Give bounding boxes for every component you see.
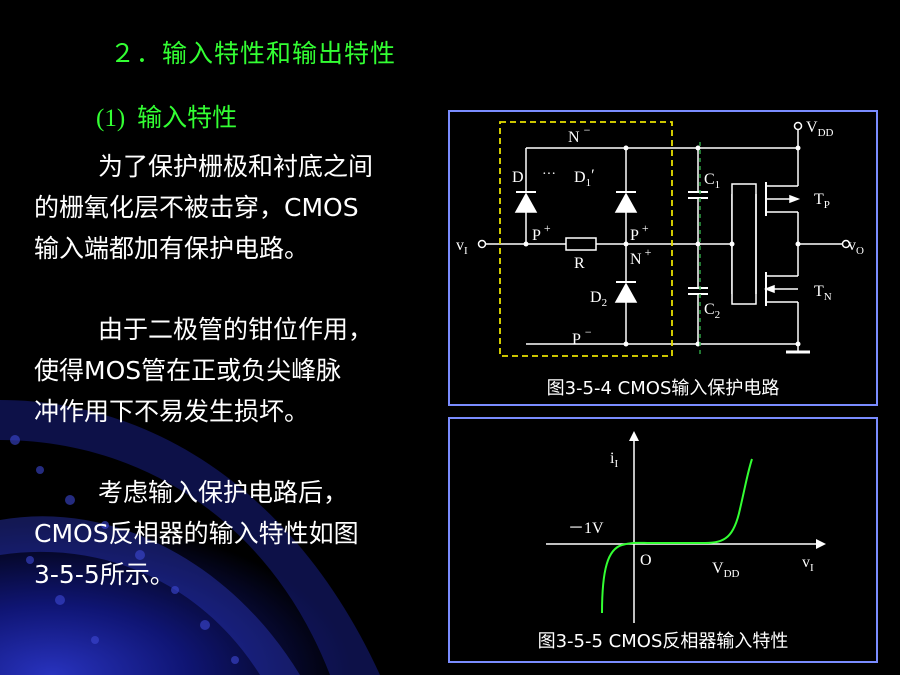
paragraph-protection: 为了保护栅极和衬底之间 的栅氧化层不被击穿，CMOS 输入端都加有保护电路。 [34,146,430,269]
label-d1: D1′ [574,167,595,189]
label-n-plus: N+ [630,245,652,268]
text-line: CMOS反相器的输入特性如图 [34,519,359,548]
subtitle-number: (1) [96,105,126,132]
paragraph-clamping: 由于二极管的钳位作用， 使得MOS管在正或负尖峰脉 冲作用下不易发生损坏。 [34,309,430,432]
text-line: 的栅氧化层不被击穿，CMOS [34,193,359,222]
label-d: D [512,169,524,186]
label-dots: ··· [542,167,556,182]
label-c1: C1 [704,171,720,191]
label-tp: TP [814,191,830,211]
label-vo: vO [848,237,864,257]
text-line: 冲作用下不易发生损坏。 [34,397,310,426]
label-vi: vI [456,237,468,257]
characteristic-plot: iI －1V O VDD vI [546,431,826,623]
label-origin: O [640,552,652,569]
slide-title: ２．输入特性和输出特性 [110,39,397,68]
paragraph-input-characteristic: 考虑输入保护电路后， CMOS反相器的输入特性如图 3-5-5所示。 [34,472,430,595]
label-d2: D2 [590,289,607,309]
label-p-plus-right: P+ [630,221,649,244]
figure2-caption: 图3-5-5 CMOS反相器输入特性 [537,631,789,652]
label-vdd: VDD [806,119,834,139]
label-p-plus-left: P+ [532,221,551,244]
text-line: 输入端都加有保护电路。 [34,234,310,263]
figure1-caption: 图3-5-4 CMOS输入保护电路 [546,378,780,399]
text-line: 使得MOS管在正或负尖峰脉 [34,356,342,385]
label-minus-1v: －1V [568,520,604,537]
label-vx: vI [802,554,814,574]
label-r: R [574,255,585,272]
label-vdd: VDD [712,560,740,580]
section-subtitle: (1) 输入特性 [96,98,237,134]
figure-protection-circuit: VDD N− D ··· D1′ C1 TP vI P+ P+ N+ R vO … [448,110,878,406]
label-iy: iI [610,450,618,470]
text-line: 由于二极管的钳位作用， [98,315,374,344]
label-n-minus: N− [568,123,591,146]
label-c2: C2 [704,301,720,321]
label-tn: TN [814,283,832,303]
text-line: 3-5-5所示。 [34,560,175,589]
text-line: 为了保护栅极和衬底之间 [98,152,374,181]
subtitle-text: 输入特性 [137,103,238,132]
figure-input-characteristic: iI －1V O VDD vI 图3-5-5 CMOS反相器输入特性 [448,417,878,663]
circuit-diagram: VDD N− D ··· D1′ C1 TP vI P+ P+ N+ R vO … [456,119,864,357]
label-p-minus: P− [572,325,592,348]
text-line: 考虑输入保护电路后， [98,478,349,507]
